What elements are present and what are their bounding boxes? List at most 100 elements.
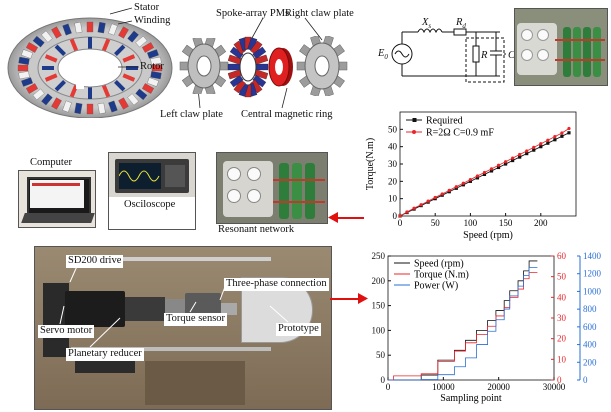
arrowhead-right-icon xyxy=(358,293,368,304)
y-tick-label: 40 xyxy=(557,292,567,302)
series-line-1 xyxy=(388,272,538,381)
legend-marker xyxy=(412,118,417,122)
label-sd200-drive: SD200 drive xyxy=(66,255,124,268)
data-point xyxy=(546,141,550,145)
data-point xyxy=(489,167,494,171)
x-tick-label: 10000 xyxy=(432,382,455,392)
label-capacitor: C xyxy=(508,50,516,61)
y-tick-label: 1200 xyxy=(583,269,602,279)
x-tick-label: 30000 xyxy=(543,382,566,392)
y-tick-label: 30 xyxy=(557,313,567,323)
y-tick-label: 60 xyxy=(557,251,567,261)
y-tick-label: 10 xyxy=(557,354,567,364)
data-point xyxy=(553,138,557,142)
y-tick-label: 0 xyxy=(557,375,562,385)
y-tick-label: 100 xyxy=(372,325,386,335)
data-point xyxy=(475,174,480,178)
data-point xyxy=(539,142,543,146)
data-point xyxy=(511,156,515,160)
y-tick-label: 600 xyxy=(583,322,597,332)
data-point xyxy=(504,162,508,166)
label-stator: Stator xyxy=(134,2,160,13)
data-point xyxy=(489,169,494,173)
computer-photo xyxy=(18,170,96,228)
y-tick-label: 0 xyxy=(393,211,398,221)
x-tick-label: 50 xyxy=(431,218,441,228)
oscilloscope-photo xyxy=(108,152,196,230)
data-point xyxy=(482,170,487,175)
y-tick-label: 1000 xyxy=(583,286,602,296)
data-point xyxy=(532,145,536,149)
resonant-network-photo xyxy=(216,152,328,224)
label-central-magnetic-ring: Central magnetic ring xyxy=(241,109,333,120)
legend-label: Power (W) xyxy=(414,281,458,292)
legend-label: Required xyxy=(426,116,463,127)
label-computer: Computer xyxy=(30,157,72,168)
x-axis-label: Sampling point xyxy=(440,393,502,404)
data-point xyxy=(405,210,409,214)
resonant-circuit xyxy=(391,28,506,83)
data-point xyxy=(525,152,529,156)
y-tick-label: 50 xyxy=(557,272,567,282)
data-point xyxy=(532,148,536,152)
label-servo-motor: Servo motor xyxy=(38,325,95,338)
arrow-to-resonant xyxy=(334,217,364,219)
data-point xyxy=(461,181,465,185)
x-tick-label: 200 xyxy=(534,218,548,228)
data-point xyxy=(475,176,480,180)
y-tick-label: 0 xyxy=(381,375,386,385)
data-point xyxy=(468,178,472,182)
data-point xyxy=(419,203,423,207)
data-point xyxy=(433,195,437,200)
legend-label: R=2Ω C=0.9 mF xyxy=(426,128,494,139)
data-point xyxy=(440,192,444,196)
data-point xyxy=(496,165,501,170)
data-point xyxy=(560,131,564,135)
y-tick-label: 200 xyxy=(372,276,386,286)
central-magnetic-ring xyxy=(268,47,293,87)
label-series-resistor: Rd xyxy=(456,17,466,31)
y-tick-label: 150 xyxy=(372,301,386,311)
y-tick-label: 10 xyxy=(388,194,398,204)
data-point xyxy=(560,134,564,138)
y-tick-label: 1400 xyxy=(583,251,602,261)
label-resonant-network: Resonant network xyxy=(218,224,295,235)
spoke-array-rotor xyxy=(227,36,269,98)
series-line-2 xyxy=(388,267,538,381)
legend-marker xyxy=(412,130,416,134)
data-point xyxy=(539,145,543,149)
y-tick-label: 20 xyxy=(388,176,398,186)
x-tick-label: 0 xyxy=(386,382,391,392)
y-tick-label: 250 xyxy=(372,251,386,261)
label-source: E0 xyxy=(378,48,388,62)
label-torque-sensor: Torque sensor xyxy=(164,313,228,326)
data-point xyxy=(454,185,458,189)
data-point xyxy=(518,155,522,159)
data-point xyxy=(567,126,571,131)
x-axis-label: Speed (rpm) xyxy=(463,230,513,241)
x-tick-label: 150 xyxy=(499,218,513,228)
label-winding: Winding xyxy=(134,15,171,26)
label-resistor: R xyxy=(481,50,488,61)
data-point xyxy=(504,160,508,164)
arrowhead-left-icon xyxy=(328,212,338,223)
y-tick-label: 20 xyxy=(557,334,567,344)
data-point xyxy=(426,199,430,203)
data-point xyxy=(511,158,515,163)
y-axis-label: Torque(N.m) xyxy=(365,138,376,190)
y-tick-label: 0 xyxy=(583,375,588,385)
data-point xyxy=(447,188,451,192)
right-claw-plate xyxy=(296,36,348,96)
x-tick-label: 0 xyxy=(398,218,403,228)
series-line-0 xyxy=(388,260,538,381)
y-tick-label: 50 xyxy=(388,124,398,134)
label-inductor: Xs xyxy=(422,17,432,31)
y-tick-label: 200 xyxy=(583,357,597,367)
legend-label: Torque (N.m) xyxy=(414,270,469,281)
data-point xyxy=(496,163,501,167)
label-right-claw-plate: Right claw plate xyxy=(285,8,354,19)
x-tick-label: 100 xyxy=(464,218,478,228)
x-tick-label: 20000 xyxy=(487,382,510,392)
y-tick-label: 800 xyxy=(583,304,597,314)
